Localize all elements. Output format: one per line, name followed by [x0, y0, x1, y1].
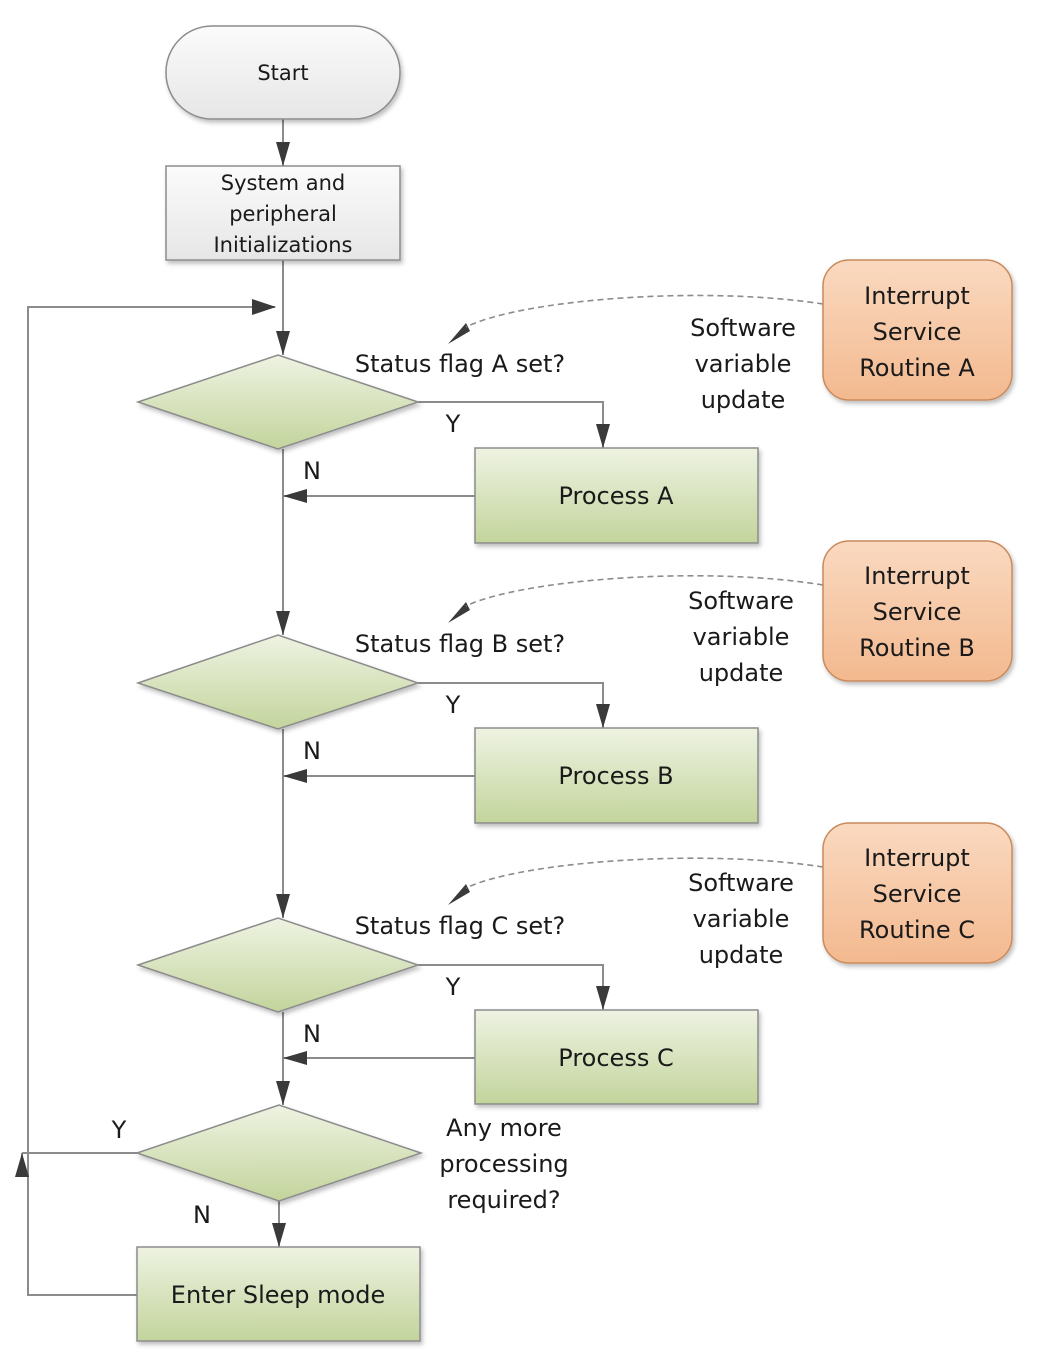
arrowhead-decision-a	[276, 331, 290, 355]
start-terminal: Start	[165, 25, 401, 120]
isr-a-line2: Service	[873, 318, 962, 346]
arrowhead-process-b	[596, 704, 610, 728]
isr-b-line2: Service	[873, 598, 962, 626]
decision-b-yes: Y	[445, 691, 461, 719]
process-c-label: Process C	[558, 1044, 673, 1072]
arrowhead-decision-more	[276, 1081, 290, 1105]
isr-c-line2: Service	[873, 880, 962, 908]
arrowhead-isr-b	[448, 602, 470, 623]
init-label-line2: peripheral	[229, 202, 337, 226]
software-update-c-line1: Software	[688, 869, 794, 897]
arrowhead-process-c	[596, 986, 610, 1010]
start-label: Start	[257, 61, 308, 85]
software-update-a-line2: variable	[695, 350, 792, 378]
isr-a-signal	[465, 294, 824, 328]
process-a: Process A	[474, 447, 759, 544]
decision-a-yes: Y	[445, 410, 461, 438]
arrowhead-return-c	[283, 1051, 307, 1065]
process-b: Process B	[474, 727, 759, 824]
isr-b-signal	[465, 575, 824, 607]
arrowhead-loop-entry	[252, 299, 276, 315]
arrowhead-start-init	[276, 142, 290, 166]
isr-c: Interrupt Service Routine C	[822, 822, 1013, 964]
isr-c-line1: Interrupt	[864, 844, 970, 872]
decision-c-yes: Y	[445, 973, 461, 1001]
connectors	[21, 119, 604, 1296]
decision-c: Status flag C set? Y N	[135, 912, 566, 1048]
arrowhead-loop-back	[15, 1153, 29, 1177]
init-label-line3: Initializations	[213, 233, 352, 257]
isr-a-line1: Interrupt	[864, 282, 970, 310]
decision-b-no: N	[303, 737, 321, 765]
arrowheads	[15, 142, 610, 1247]
software-update-a: Software variable update	[690, 314, 796, 414]
decision-a: Status flag A set? Y N	[135, 350, 565, 485]
software-update-a-line3: update	[701, 386, 786, 414]
more-question-line1: Any more	[446, 1114, 562, 1142]
software-update-c: Software variable update	[688, 869, 794, 969]
decision-b: Status flag B set? Y N	[135, 630, 565, 765]
software-update-c-line3: update	[699, 941, 784, 969]
decision-more-processing: Any more processing required? Y N	[111, 1104, 569, 1229]
isr-connections	[465, 294, 824, 889]
more-no: N	[193, 1201, 211, 1229]
isr-b-line1: Interrupt	[864, 562, 970, 590]
isr-a-line3: Routine A	[859, 354, 975, 382]
decision-c-no: N	[303, 1020, 321, 1048]
process-b-label: Process B	[558, 762, 673, 790]
decision-a-question: Status flag A set?	[355, 350, 565, 378]
software-update-b-line1: Software	[688, 587, 794, 615]
more-question-line2: processing	[439, 1150, 568, 1178]
software-update-c-line2: variable	[693, 905, 790, 933]
decision-a-no: N	[303, 457, 321, 485]
sleep-box: Enter Sleep mode	[136, 1246, 421, 1342]
decision-b-question: Status flag B set?	[355, 630, 565, 658]
arrowhead-decision-b	[276, 611, 290, 635]
software-update-b-line3: update	[699, 659, 784, 687]
isr-a: Interrupt Service Routine A	[822, 259, 1013, 401]
arrowhead-sleep	[272, 1223, 286, 1247]
init-box: System and peripheral Initializations	[165, 165, 401, 261]
arrowhead-isr-a	[448, 323, 470, 344]
software-update-a-line1: Software	[690, 314, 796, 342]
isr-b: Interrupt Service Routine B	[822, 540, 1013, 682]
isr-c-line3: Routine C	[859, 916, 975, 944]
decision-c-question: Status flag C set?	[355, 912, 566, 940]
arrowhead-return-b	[283, 769, 307, 783]
process-a-label: Process A	[558, 482, 674, 510]
arrowhead-decision-c	[276, 894, 290, 918]
process-c: Process C	[474, 1009, 759, 1105]
init-label-line1: System and	[221, 171, 346, 195]
arrowhead-return-a	[283, 489, 307, 503]
more-question-line3: required?	[447, 1186, 560, 1214]
software-update-b-line2: variable	[693, 623, 790, 651]
arrowhead-isr-c	[448, 884, 470, 905]
isr-c-signal	[465, 857, 824, 889]
sleep-label: Enter Sleep mode	[171, 1281, 385, 1309]
more-yes: Y	[111, 1116, 127, 1144]
software-update-b: Software variable update	[688, 587, 794, 687]
arrowhead-process-a	[596, 424, 610, 448]
isr-b-line3: Routine B	[859, 634, 975, 662]
